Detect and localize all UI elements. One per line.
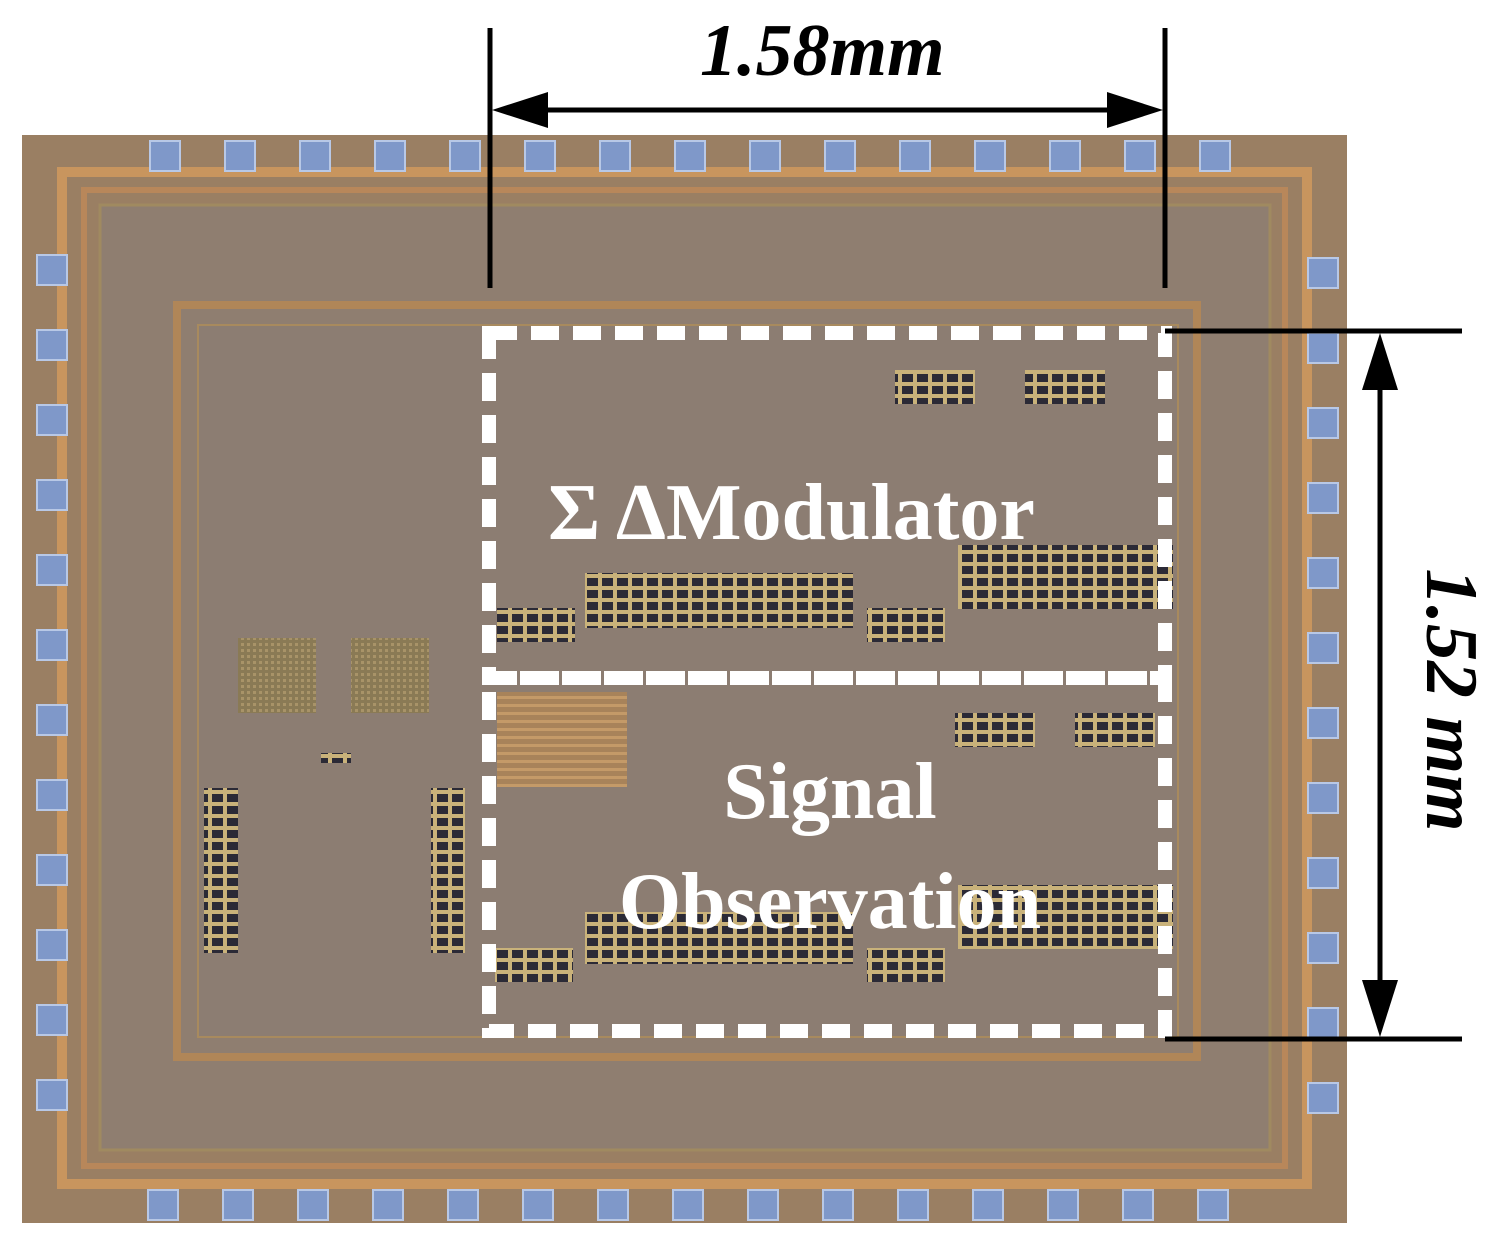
bond-pad bbox=[672, 1189, 704, 1221]
obs-cell-a bbox=[955, 713, 1035, 747]
bond-pad bbox=[36, 479, 68, 511]
bond-pads-bottom bbox=[147, 1189, 1229, 1221]
height-arrow-top bbox=[1362, 333, 1398, 390]
bond-pads-right bbox=[1307, 257, 1339, 1114]
bond-pad bbox=[1307, 332, 1339, 364]
mod-cell-b bbox=[1025, 370, 1105, 404]
bond-pad bbox=[1307, 707, 1339, 739]
bond-pad bbox=[36, 254, 68, 286]
bond-pad bbox=[1307, 632, 1339, 664]
bond-pad bbox=[36, 629, 68, 661]
bond-pad bbox=[36, 1004, 68, 1036]
height-dimension-label: 1.52 mm bbox=[1410, 568, 1492, 832]
left-macro-2 bbox=[351, 638, 429, 713]
mod-array-1 bbox=[585, 573, 853, 628]
bond-pad bbox=[36, 779, 68, 811]
observation-label-line2: Observation bbox=[618, 858, 1042, 946]
bond-pad bbox=[1124, 140, 1156, 172]
bond-pad bbox=[149, 140, 181, 172]
bond-pad bbox=[1197, 1189, 1229, 1221]
bond-pad bbox=[36, 929, 68, 961]
bond-pad bbox=[1307, 257, 1339, 289]
mod-cell-d bbox=[867, 608, 945, 642]
bond-pad bbox=[372, 1189, 404, 1221]
bond-pad bbox=[1307, 857, 1339, 889]
bond-pad bbox=[147, 1189, 179, 1221]
height-arrow-bottom bbox=[1362, 980, 1398, 1037]
bond-pad bbox=[747, 1189, 779, 1221]
bond-pad bbox=[674, 140, 706, 172]
bond-pad bbox=[822, 1189, 854, 1221]
obs-cell-c bbox=[495, 948, 573, 982]
left-column-2 bbox=[431, 788, 465, 953]
bond-pad bbox=[36, 854, 68, 886]
modulator-label: Σ ΔModulator bbox=[548, 469, 1035, 557]
bond-pad bbox=[1307, 1007, 1339, 1039]
left-macro-1 bbox=[238, 638, 316, 713]
bond-pad bbox=[522, 1189, 554, 1221]
width-dimension-label: 1.58mm bbox=[700, 10, 945, 92]
bond-pad bbox=[36, 329, 68, 361]
bond-pad bbox=[222, 1189, 254, 1221]
bond-pad bbox=[1307, 782, 1339, 814]
bond-pad bbox=[1307, 1082, 1339, 1114]
bond-pad bbox=[1122, 1189, 1154, 1221]
bond-pad bbox=[374, 140, 406, 172]
bond-pad bbox=[897, 1189, 929, 1221]
bond-pad bbox=[1307, 557, 1339, 589]
seal-ring-inner bbox=[81, 187, 1288, 1169]
bond-pad bbox=[1199, 140, 1231, 172]
bond-pad bbox=[1049, 140, 1081, 172]
observation-region-box bbox=[482, 671, 1172, 1038]
bond-pad bbox=[224, 140, 256, 172]
bond-pad bbox=[972, 1189, 1004, 1221]
bond-pad bbox=[524, 140, 556, 172]
obs-array-1 bbox=[585, 912, 853, 964]
bond-pad bbox=[749, 140, 781, 172]
mod-array-2 bbox=[958, 545, 1173, 609]
observation-label-line1: Signal bbox=[723, 748, 937, 836]
mod-cell-a bbox=[895, 370, 975, 404]
bond-pads-left bbox=[36, 254, 68, 1111]
bond-pad bbox=[824, 140, 856, 172]
bond-pad bbox=[1307, 407, 1339, 439]
left-column-1 bbox=[204, 788, 238, 953]
bond-pad bbox=[899, 140, 931, 172]
bond-pad bbox=[299, 140, 331, 172]
bond-pad bbox=[449, 140, 481, 172]
inner-block-frame bbox=[173, 301, 1201, 1061]
bond-pad bbox=[36, 704, 68, 736]
obs-cell-d bbox=[867, 948, 945, 982]
bond-pad bbox=[1047, 1189, 1079, 1221]
bond-pad bbox=[1307, 482, 1339, 514]
bond-pads-top bbox=[149, 140, 1231, 172]
mod-cell-c bbox=[497, 608, 575, 642]
bond-pad bbox=[36, 554, 68, 586]
bond-pad bbox=[599, 140, 631, 172]
width-arrow-right bbox=[1107, 92, 1163, 128]
obs-array-2 bbox=[958, 885, 1173, 949]
bond-pad bbox=[597, 1189, 629, 1221]
bond-pad bbox=[447, 1189, 479, 1221]
obs-cell-b bbox=[1075, 713, 1155, 747]
bond-pad bbox=[297, 1189, 329, 1221]
bond-pad bbox=[36, 404, 68, 436]
bond-pad bbox=[36, 1079, 68, 1111]
small-cells bbox=[321, 753, 351, 763]
routing-stripes bbox=[497, 692, 627, 787]
width-arrow-left bbox=[492, 92, 548, 128]
bond-pad bbox=[974, 140, 1006, 172]
bond-pad bbox=[1307, 932, 1339, 964]
